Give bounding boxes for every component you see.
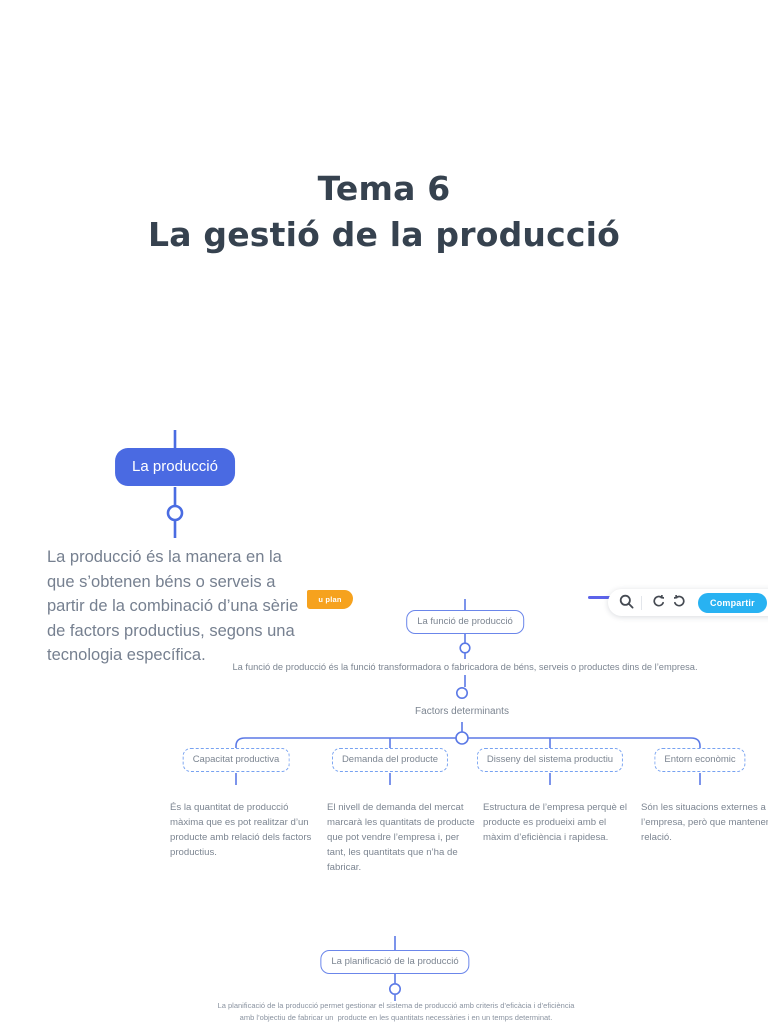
production-root-node[interactable]: La producció (115, 448, 235, 486)
page-title: Tema 6 La gestió de la producció (0, 166, 768, 258)
factor-node-entorn[interactable]: Entorn econòmic (654, 748, 746, 772)
toolbar-divider (641, 595, 642, 610)
redo-icon (673, 594, 688, 610)
search-icon (619, 594, 634, 612)
planning-root-node[interactable]: La planificació de la producció (320, 950, 470, 974)
canvas-edge-line (588, 596, 619, 599)
editor-toolbar: Compartir (608, 589, 768, 616)
factor-description-demanda: El nivell de demanda del mercat marcarà … (327, 802, 475, 873)
share-button[interactable]: Compartir (698, 592, 767, 613)
factor-description-entorn: Són les situacions externes a l’empresa,… (641, 802, 768, 843)
factor-node-demanda[interactable]: Demanda del producte (331, 748, 449, 772)
title-line-2: La gestió de la producció (147, 215, 621, 254)
factor-node-capacitat[interactable]: Capacitat productiva (182, 748, 290, 772)
undo-icon (650, 594, 665, 610)
factor-description-capacitat: És la quantitat de producció màxima que … (170, 802, 312, 858)
planning-description: La planificació de la producció permet g… (217, 1001, 575, 1022)
factor-node-disseny[interactable]: Disseny del sistema productiu (476, 748, 624, 772)
production-description: La producció és la manera en la que s’ob… (47, 548, 299, 665)
title-line-1: Tema 6 (317, 169, 451, 208)
undo-button[interactable] (648, 594, 666, 612)
redo-button[interactable] (672, 594, 690, 612)
factor-description-disseny: Estructura de l’empresa perquè el produc… (483, 802, 627, 843)
function-description: La funció de producció és la funció tran… (232, 662, 698, 672)
function-root-node[interactable]: La funció de producció (406, 610, 524, 634)
search-button[interactable] (617, 594, 635, 612)
upgrade-plan-badge[interactable]: u plan (307, 590, 353, 609)
factors-group-label: Factors determinants (415, 706, 509, 717)
